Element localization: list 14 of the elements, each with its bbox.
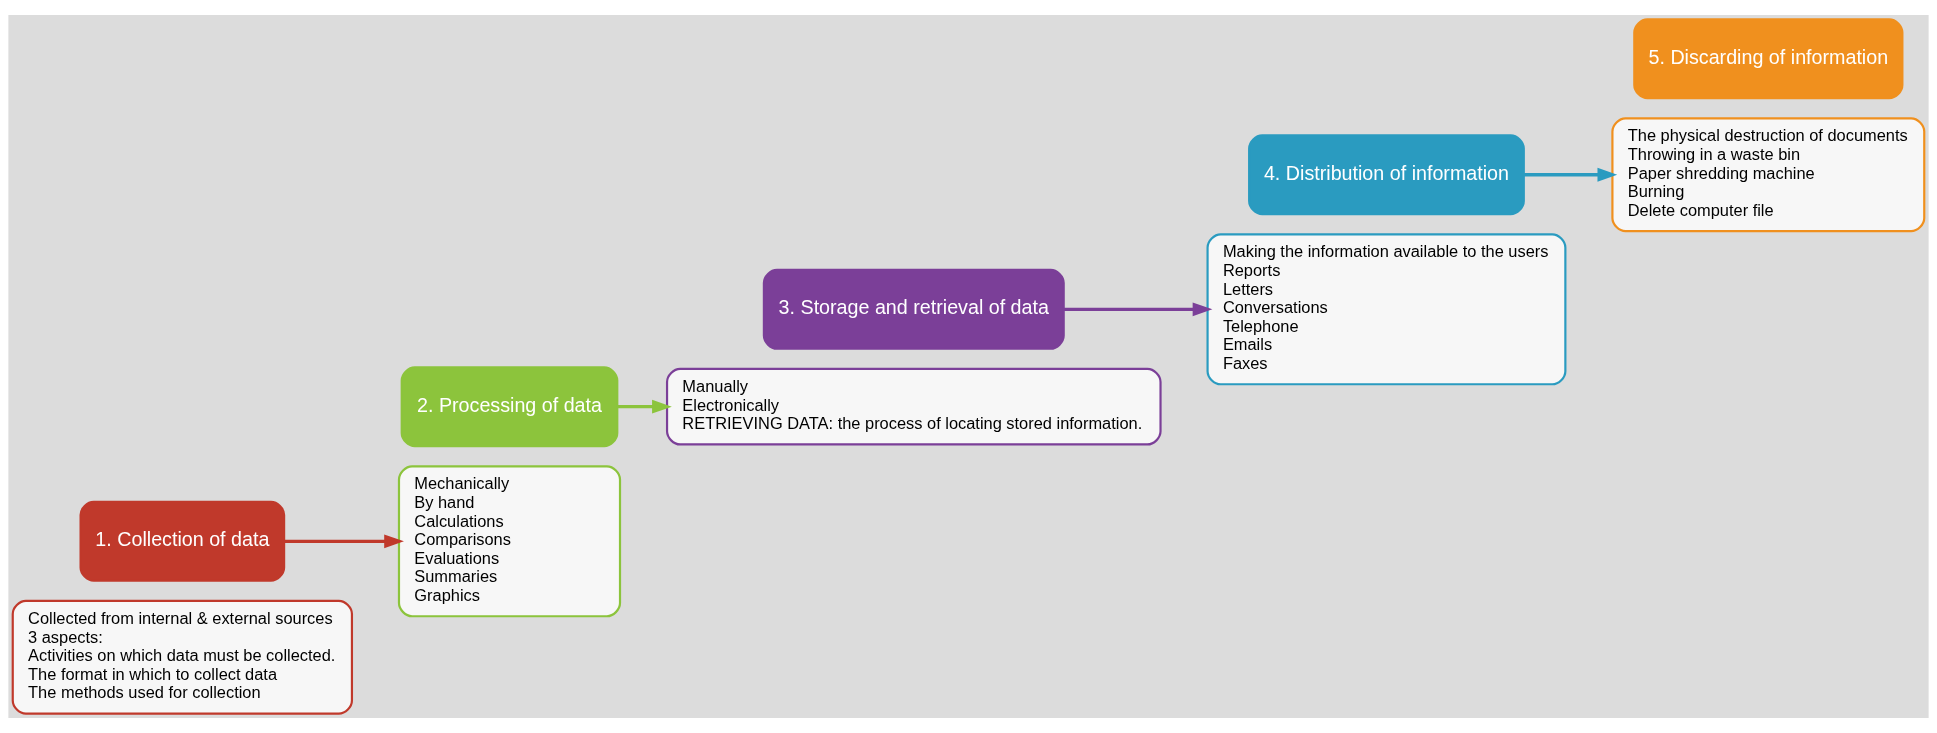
node-box: Manually Electronically RETRIEVING DATA: the process of locating stored information. [665,367,1162,446]
node-box: The physical destruction of documents Throwing in a waste bin Paper shredding machine Burning Delete computer file [1611,117,1926,233]
arrow [284,534,404,549]
node-box: 2. Processing of data [400,366,619,448]
arrow [1524,167,1618,182]
node-box: 5. Discarding of information [1633,18,1904,100]
node-box: 3. Storage and retrieval of data [762,268,1065,350]
node-box: Collected from internal & external sources 3 aspects: Activities on which data must be collected. The format in which to collect data The methods used for collection [11,599,354,715]
arrow [1063,302,1213,317]
node-box: Making the information available to the users Reports Letters Conversations Telephone Emails Faxes [1206,233,1567,386]
node-box: 4. Distribution of information [1248,134,1525,216]
arrow [617,399,672,414]
node-box: Mechanically By hand Calculations Comparisons Evaluations Summaries Graphics [397,465,622,618]
node-box: 1. Collection of data [79,500,286,582]
